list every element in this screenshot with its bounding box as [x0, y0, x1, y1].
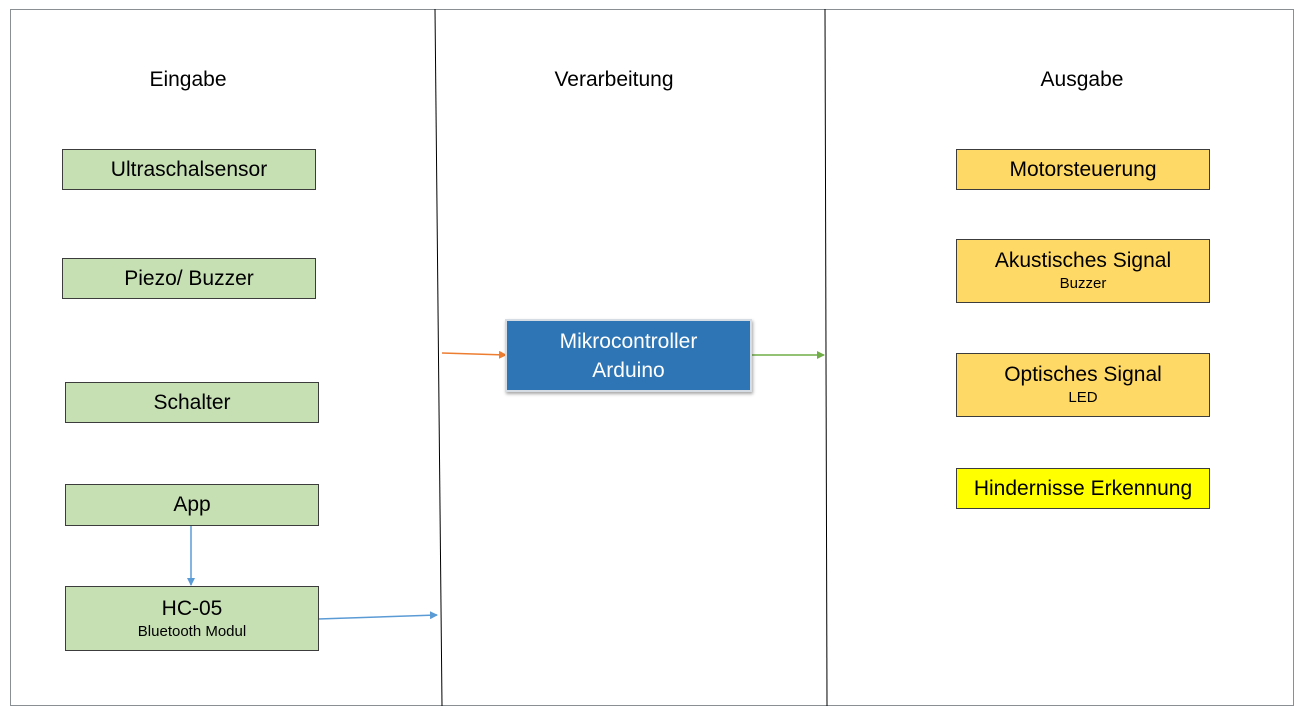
arrow-hc05-to-divider — [317, 611, 438, 620]
processor-line2: Arduino — [592, 358, 665, 382]
input-hc05-sublabel: Bluetooth Modul — [137, 622, 247, 640]
output-obstacle-detection-label: Hindernisse Erkennung — [973, 476, 1193, 500]
heading-processing: Verarbeitung — [554, 68, 674, 91]
output-motor-control-label: Motorsteuerung — [1009, 157, 1157, 181]
input-switch: Schalter — [65, 382, 319, 423]
heading-input: Eingabe — [149, 68, 227, 91]
output-optical-signal-sublabel: LED — [1068, 389, 1098, 406]
output-optical-signal-label: Optisches Signal — [1004, 363, 1162, 386]
output-motor-control: Motorsteuerung — [956, 149, 1210, 190]
input-ultrasonic-sensor: Ultraschalsensor — [62, 149, 316, 190]
output-obstacle-detection: Hindernisse Erkennung — [956, 468, 1210, 509]
input-piezo-buzzer: Piezo/ Buzzer — [62, 258, 316, 299]
output-optical-signal: Optisches Signal LED — [956, 353, 1210, 417]
processor-line1: Mikrocontroller — [559, 329, 698, 353]
column-divider-left — [434, 8, 443, 707]
input-app-label: App — [173, 493, 211, 516]
diagram-frame — [10, 9, 1294, 706]
input-hc05: HC-05 Bluetooth Modul — [65, 586, 319, 651]
output-acoustic-signal-label: Akustisches Signal — [994, 249, 1172, 272]
output-acoustic-signal-sublabel: Buzzer — [1059, 275, 1107, 292]
input-app: App — [65, 484, 319, 526]
column-divider-right — [824, 8, 828, 707]
heading-output: Ausgabe — [1040, 68, 1124, 91]
input-hc05-label: HC-05 — [161, 596, 223, 620]
arrow-input-to-processor — [441, 350, 507, 359]
input-switch-label: Schalter — [153, 390, 231, 414]
input-ultrasonic-sensor-label: Ultraschalsensor — [110, 157, 268, 181]
output-acoustic-signal: Akustisches Signal Buzzer — [956, 239, 1210, 303]
input-piezo-buzzer-label: Piezo/ Buzzer — [124, 266, 254, 290]
processor-microcontroller: Mikrocontroller Arduino — [505, 319, 752, 392]
